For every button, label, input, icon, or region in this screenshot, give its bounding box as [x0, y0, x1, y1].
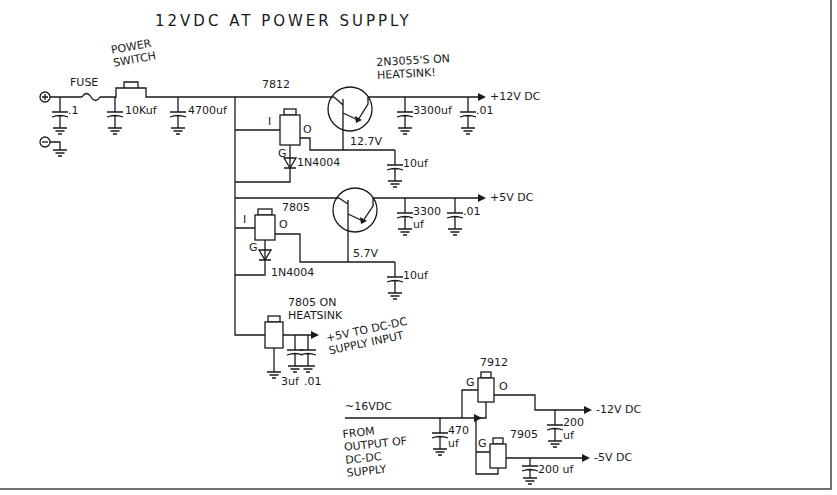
regulator-symbol — [481, 372, 491, 378]
arrowhead — [355, 116, 362, 123]
arrowheads — [311, 93, 592, 462]
schematic-label: -12V DC — [596, 403, 641, 416]
regulator-symbol — [258, 209, 272, 215]
terminals — [40, 92, 50, 147]
diagram-title: 12VDC AT POWER SUPPLY — [155, 12, 412, 30]
arrowhead — [584, 406, 592, 414]
regulator-symbol — [478, 378, 494, 402]
schematic-label: -5V DC — [594, 451, 632, 464]
regulator-symbol — [265, 322, 283, 348]
schematic-label: 10Kuf — [125, 104, 157, 117]
ground-symbol — [53, 150, 67, 156]
schematic-label: +12V DC — [490, 90, 540, 103]
fuse-symbol — [82, 94, 100, 101]
schematic-label: G — [249, 241, 258, 254]
schematic-label: POWER SWITCH — [110, 35, 166, 70]
schematic-label: I — [268, 115, 271, 128]
schematic-label: 7905 — [510, 428, 538, 441]
input-wires — [50, 97, 334, 150]
regulator-symbol — [280, 115, 300, 145]
capacitor-symbol — [547, 410, 563, 447]
schematic-label: 5.7V — [353, 247, 378, 260]
terminal-minus — [42, 141, 48, 142]
capacitors — [52, 97, 563, 484]
schematic-label: 7912 — [480, 356, 508, 369]
capacitor-symbol — [447, 198, 463, 235]
schematic-label: 10uf — [403, 269, 428, 282]
row1-wires — [235, 97, 480, 182]
schematic-label: 1N4004 — [271, 266, 314, 279]
row2-wires — [235, 198, 480, 275]
arrowhead — [360, 217, 367, 224]
arrowhead — [311, 331, 319, 339]
capacitor-symbol — [387, 150, 403, 187]
schematic-label: 3300uf — [413, 104, 452, 117]
schematic-label: G — [478, 437, 487, 450]
transistor-case — [333, 188, 377, 232]
schematic-label: 7812 — [262, 78, 290, 91]
schematic-label: O — [499, 380, 508, 393]
capacitor-symbol — [432, 418, 448, 455]
capacitor-symbol — [397, 97, 413, 134]
schematic-label: 200 uf — [538, 463, 573, 476]
capacitor-symbol — [170, 97, 186, 134]
schematic-label: 470 uf — [448, 424, 474, 450]
capacitor-symbol — [460, 97, 476, 134]
capacitor-symbol — [287, 335, 303, 372]
schematic-label: .01 — [476, 104, 494, 117]
ground-symbol — [267, 372, 281, 378]
capacitor-symbol — [522, 458, 538, 484]
capacitor-symbol — [387, 262, 403, 299]
regulators — [255, 109, 506, 468]
schematic-label: 3uf — [281, 375, 299, 388]
arrowhead — [582, 454, 590, 462]
schematic-label: 7805 ON HEATSINK — [288, 296, 368, 322]
capacitor-symbol — [397, 198, 413, 235]
regulator-symbol — [268, 316, 280, 322]
schematic-label: ~16VDC — [345, 400, 392, 413]
capacitor-symbol — [107, 97, 123, 134]
schematic-label: I — [243, 213, 246, 226]
schematic-label: 10uf — [403, 157, 428, 170]
schematic-label: O — [303, 123, 312, 136]
schematic-label: FROM OUTPUT OF DC-DC SUPPLY — [342, 420, 425, 480]
schematic-label: 1N4004 — [297, 156, 340, 169]
terminal-minus — [40, 137, 50, 147]
regulator-symbol — [255, 215, 275, 240]
schematic-label: 4700uf — [188, 104, 227, 117]
schematic-label: 200 uf — [563, 416, 589, 442]
schematic-label: .1 — [68, 104, 79, 117]
capacitor-symbol — [300, 335, 316, 372]
diode-symbol — [259, 250, 271, 260]
arrowhead — [474, 414, 482, 422]
schematic-label: 7805 — [282, 201, 310, 214]
schematic-label: 2N3055'S ON HEATSINK! — [376, 51, 472, 82]
schematic-label: G — [466, 376, 475, 389]
arrowhead — [478, 194, 486, 202]
schematic-label: 3300 uf — [413, 205, 445, 231]
regulator-symbol — [490, 444, 506, 468]
arrowhead — [478, 93, 486, 101]
schematic-label: .01 — [304, 375, 322, 388]
schematic-label: .01 — [463, 205, 481, 218]
schematic-label: 12.7V — [350, 135, 382, 148]
switch-symbol — [112, 82, 150, 97]
schematic-label: FUSE — [70, 76, 98, 89]
transistor-case — [328, 87, 372, 131]
capacitor-symbol — [52, 97, 68, 134]
schematic-label: O — [279, 218, 288, 231]
terminal-plus — [42, 94, 48, 100]
schematic-label: +5V DC — [490, 191, 533, 204]
regulator-symbol — [493, 438, 503, 444]
terminal-plus — [40, 92, 50, 102]
regulator-symbol — [284, 109, 296, 115]
schematic-label: G — [278, 147, 287, 160]
